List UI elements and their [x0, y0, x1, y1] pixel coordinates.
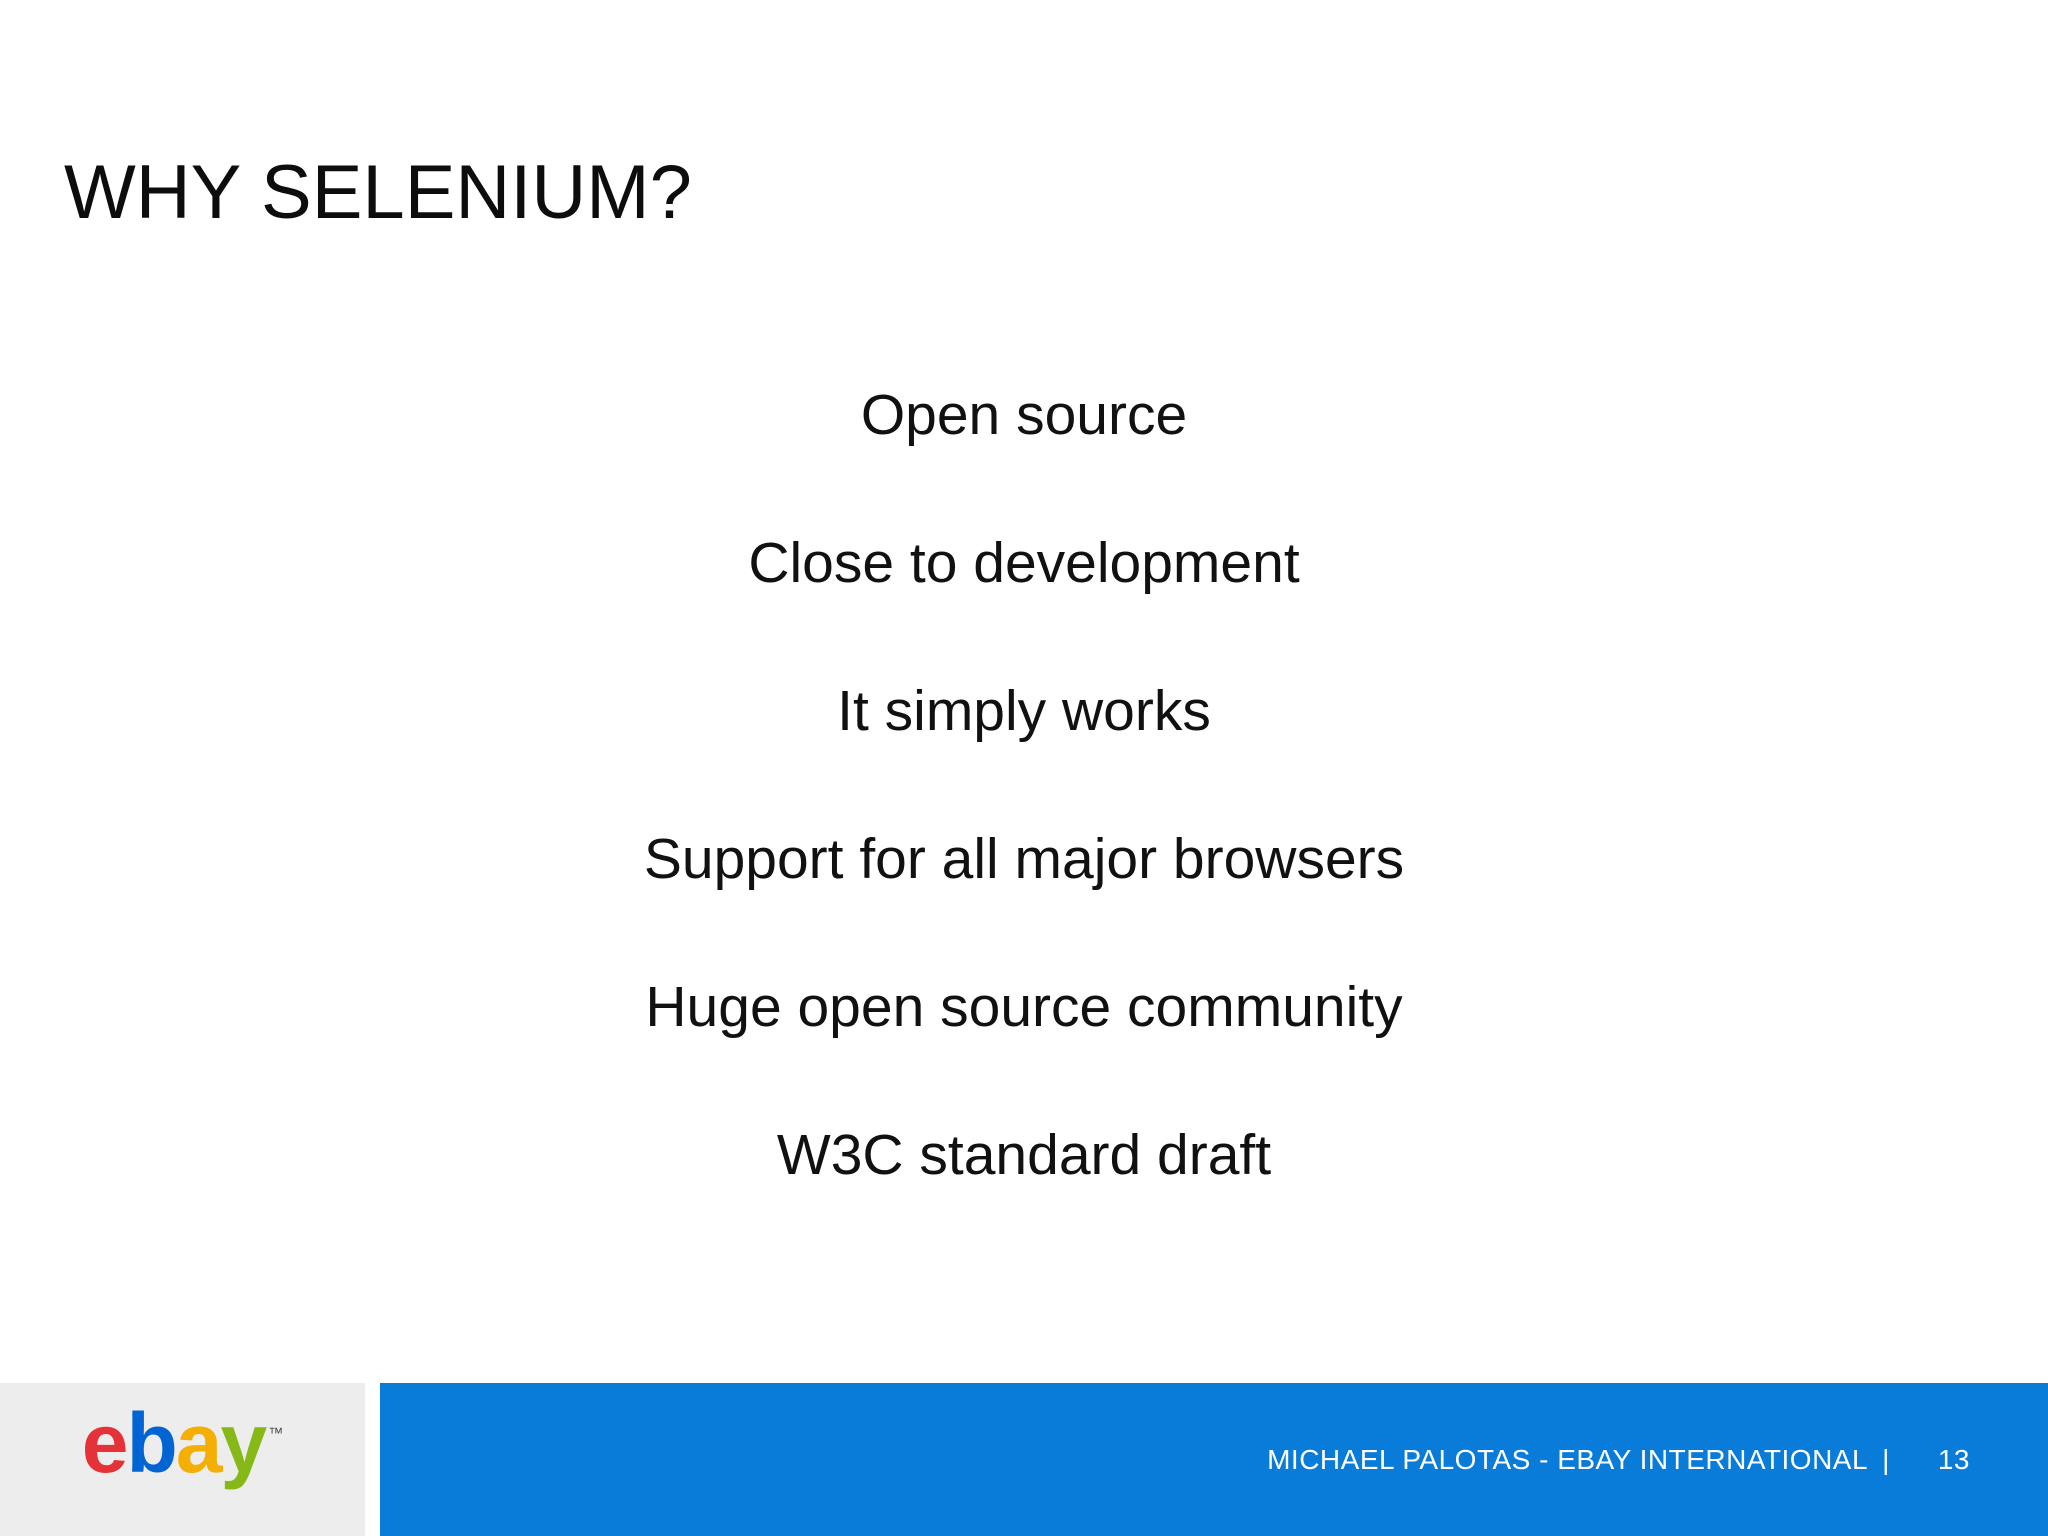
list-item: Support for all major browsers	[643, 827, 1405, 891]
ebay-logo-letter-y: y	[220, 1396, 268, 1490]
footer-text: MICHAEL PALOTAS - EBAY INTERNATIONAL | 1…	[1267, 1445, 1970, 1475]
bullet-list: Open source Close to development It simp…	[0, 341, 2048, 1229]
ebay-logo-letter-a: a	[175, 1396, 223, 1490]
footer-separator: |	[1882, 1444, 1890, 1475]
list-item: It simply works	[837, 679, 1211, 743]
footer-credit: MICHAEL PALOTAS - EBAY INTERNATIONAL	[1267, 1444, 1869, 1475]
list-item: W3C standard draft	[776, 1123, 1272, 1187]
list-item: Close to development	[748, 531, 1300, 595]
list-item: Huge open source community	[645, 975, 1403, 1039]
page-title: WHY SELENIUM?	[64, 149, 692, 235]
page-number: 13	[1937, 1444, 1970, 1475]
trademark-symbol: ™	[268, 1425, 284, 1442]
footer-bar: MICHAEL PALOTAS - EBAY INTERNATIONAL | 1…	[380, 1383, 2048, 1536]
ebay-logo-letter-b: b	[126, 1396, 177, 1490]
list-item: Open source	[860, 383, 1188, 447]
ebay-logo-letter-e: e	[81, 1396, 129, 1490]
